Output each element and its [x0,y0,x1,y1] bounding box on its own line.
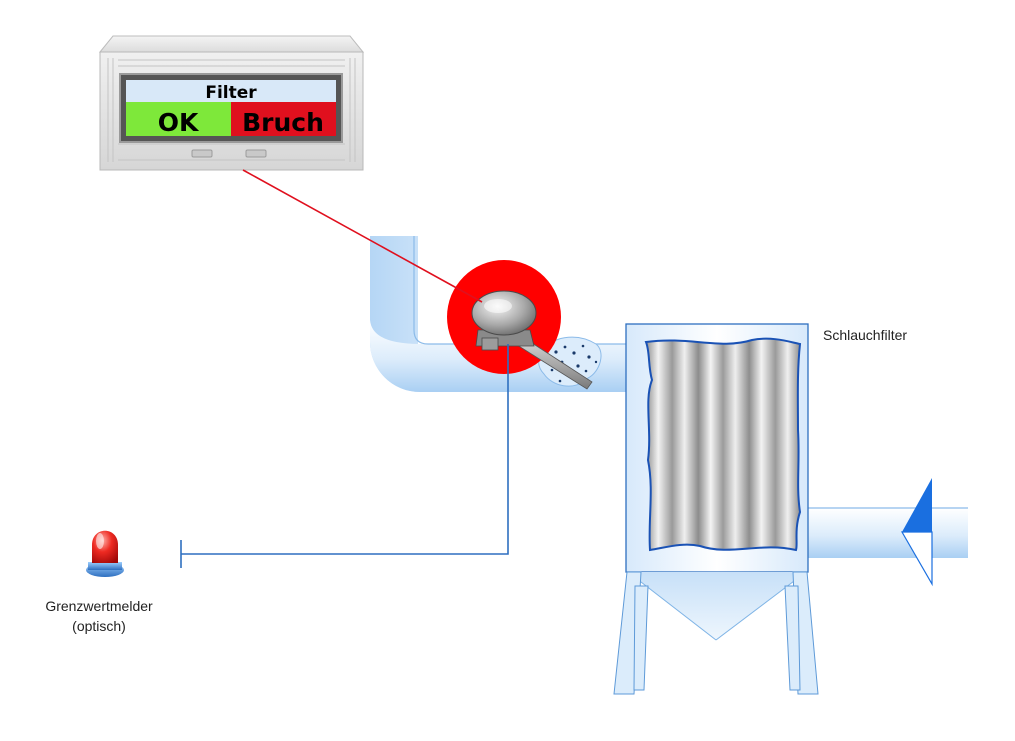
display-title: Filter [205,83,257,103]
alarm-label-line1: Grenzwertmelder [45,598,153,614]
alarm-label-line2: (optisch) [72,618,126,634]
probe-sensor[interactable] [447,260,593,390]
filter-label: Schlauchfilter [823,327,907,343]
filter-legs [613,571,819,695]
display-button-right[interactable] [245,149,267,158]
display-connection-line [242,169,483,303]
status-fault-label: Bruch [242,108,324,137]
hose-filter-unit [613,323,819,695]
filter-bag-icon [644,337,802,552]
flow-arrow-icon [900,478,933,587]
warning-beacon-icon [86,530,124,577]
dust-particles [538,336,602,387]
status-ok-field [126,102,231,136]
status-fault-field [231,102,336,136]
alarm-signal-line [181,344,509,555]
display-title-bar [126,80,336,102]
warning-beacon: Grenzwertmelder (optisch) [45,530,153,634]
display-button-left[interactable] [191,149,213,158]
filter-status-display: Filter OK Bruch [98,35,365,171]
outlet-duct [808,507,968,558]
status-ok-label: OK [158,108,200,137]
probe-sensor-icon [471,290,593,390]
